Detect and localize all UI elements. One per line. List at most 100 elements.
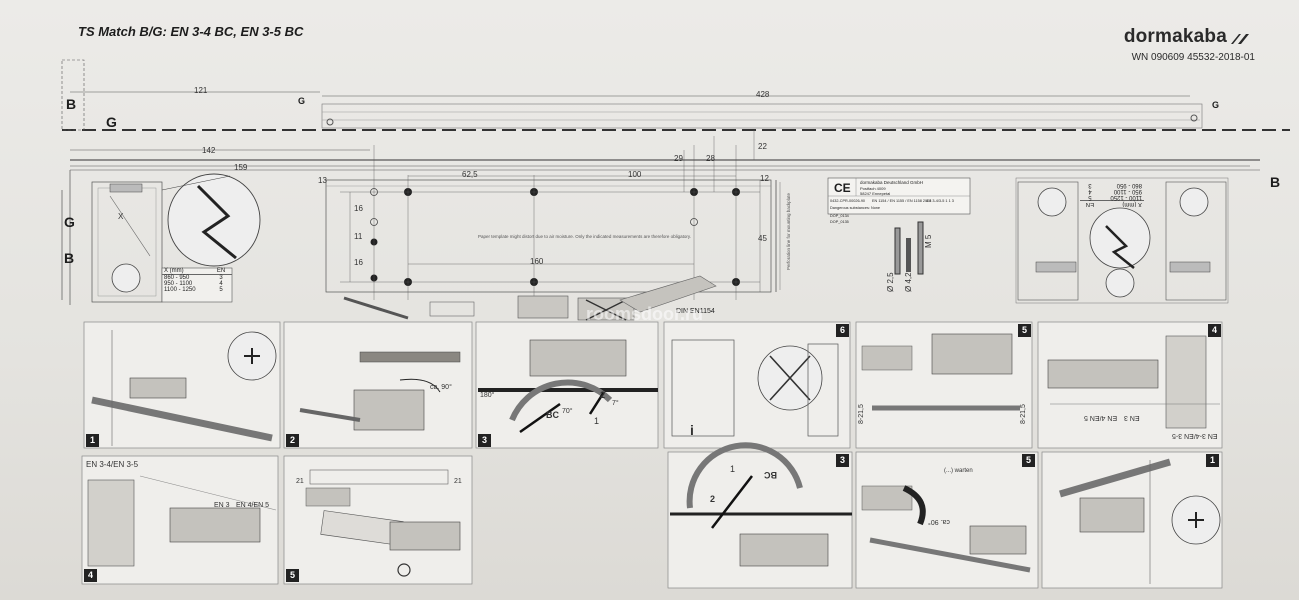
ce-foot1: Dangerous substances: None	[830, 206, 881, 210]
ce-code: 0432-CPR-00026-90	[830, 199, 866, 203]
ce-foot2: DOP_0134	[830, 214, 849, 218]
step-bottom-4-e3: EN 3	[214, 502, 230, 509]
dim-428: 428	[756, 90, 770, 99]
step-bottom-2-angle: ca. 90°	[928, 518, 950, 525]
step-top-3-7: 7°	[612, 400, 619, 407]
step-bottom-3-number: 3	[836, 454, 849, 467]
step-top-4-number: 4	[1208, 324, 1221, 337]
step-top-3-bc: BC	[546, 410, 559, 420]
din-label: DIN EN1154	[676, 308, 715, 315]
en-table-mirrored: X (mm) EN 1100 - 1250 5 950 - 1100 4 860…	[1080, 182, 1144, 207]
step-bottom-2-number: 5	[1022, 454, 1035, 467]
step-top-4-e3: EN 3	[1124, 414, 1140, 421]
label-b-left: B	[64, 250, 75, 266]
dim-28: 28	[706, 154, 715, 163]
step-bottom-4-e4: EN 4/EN 5	[236, 502, 270, 509]
step-top-5-m1: 8-21,5	[858, 404, 865, 424]
step-top-6-number: 6	[836, 324, 849, 337]
dim-100: 100	[628, 170, 642, 179]
arm-ghost	[619, 275, 717, 313]
step-top-3-180: 180°	[480, 392, 495, 399]
dim-29: 29	[674, 154, 683, 163]
step-bottom-1-number: 1	[1206, 454, 1219, 467]
dim-159: 159	[234, 163, 248, 172]
x-label: X	[118, 212, 124, 221]
table-row: 950 - 1100	[1113, 188, 1142, 194]
step-bottom-2-wait: (...) warten	[944, 468, 973, 474]
dim-45: 45	[758, 234, 767, 243]
dim-22: 22	[758, 142, 767, 151]
step-top-3-two: 2	[600, 390, 606, 400]
backplate-outline	[325, 179, 772, 293]
step-top-5-number: 5	[1018, 324, 1031, 337]
step-bottom-3-bc: BC	[764, 470, 777, 480]
ce-std: EN 1154 / EN 1155 / EN 1158 2003	[872, 199, 932, 203]
document-number: WN 090609 45532-2018-01	[1131, 52, 1255, 63]
ce-mark: CE	[834, 181, 851, 195]
table-row: 1100 - 1250	[164, 287, 196, 293]
dim-62-5: 62,5	[462, 170, 478, 179]
watermark: roomsdoor.ru	[586, 304, 704, 324]
dim-13: 13	[318, 176, 327, 185]
paper-note: Paper template might distort due to air …	[478, 234, 692, 239]
brand-mark-icon	[1231, 34, 1249, 44]
table-cell: 3	[219, 275, 223, 281]
table-cell: 4	[1088, 188, 1092, 194]
step-top-2-number: 2	[286, 434, 299, 447]
ce-foot3: DOP_0135	[830, 220, 849, 224]
table-cell: 5	[219, 287, 223, 293]
step-bottom-5-21a: 21	[296, 478, 304, 485]
en-table-head-en: EN	[216, 268, 226, 274]
table-row: 860 - 950	[164, 275, 190, 281]
document-title: TS Match B/G: EN 3-4 BC, EN 3-5 BC	[78, 24, 304, 39]
table-cell: 3	[1088, 182, 1092, 188]
table-row: 1100 - 1250	[1110, 194, 1142, 200]
dim-16a: 16	[354, 204, 363, 213]
ce-line2: 58247 Ennepetal	[860, 191, 891, 196]
step-top-4-en: EN 3-4/EN 3-5	[1172, 432, 1218, 439]
dim-16b: 16	[354, 258, 363, 267]
en-table: X (mm) EN 860 - 950 3 950 - 1100 4 1100 …	[162, 268, 232, 293]
step-top-3-one: 1	[594, 416, 600, 426]
ce-line1: Postfach 4009	[860, 186, 886, 191]
arm-rail	[321, 103, 1203, 129]
brand-logo: dormakaba	[1123, 26, 1227, 47]
step-bottom-4-number: 4	[84, 569, 97, 582]
label-b-right: B	[1270, 174, 1281, 190]
step1-arm	[91, 396, 273, 442]
step-top-2-angle: ca. 90°	[430, 384, 452, 391]
step-top-1-number: 1	[86, 434, 99, 447]
step-top-3-70: 70°	[562, 408, 573, 415]
dim-142: 142	[202, 146, 216, 155]
dim-11: 11	[354, 232, 363, 241]
en-table-head-en: EN	[1085, 201, 1095, 207]
step-top-3-number: 3	[478, 434, 491, 447]
table-row: 950 - 1100	[164, 281, 193, 287]
en-table-head-x: X (mm)	[164, 268, 184, 274]
detail-circle-left	[167, 173, 261, 267]
perforation-note: Perforation line for mounting backplate	[786, 192, 791, 270]
table-row: 860 - 950	[1116, 182, 1142, 188]
dim-160: 160	[530, 257, 544, 266]
ce-class: 4 8 3-4/3-5 1 1 3	[926, 199, 954, 203]
table-cell: 4	[219, 281, 223, 287]
label-g-line: G	[106, 114, 117, 130]
drill-m5: M 5	[924, 234, 933, 248]
mark-g-right: G	[1212, 100, 1220, 110]
table-cell: 5	[1088, 194, 1092, 200]
label-b-top: B	[66, 96, 77, 112]
step-bottom-3-one: 1	[730, 464, 736, 474]
drill-d2: Ø 4,2	[904, 272, 913, 292]
step-top-4-e4: EN 4/EN 5	[1084, 414, 1118, 421]
ce-company: dormakaba Deutschland GmbH	[860, 180, 924, 185]
step-bottom-4-en: EN 3-4/EN 3-5	[86, 460, 139, 469]
step-bottom-5-number: 5	[286, 569, 299, 582]
label-g-left: G	[64, 214, 75, 230]
step-top-6-info: i	[690, 422, 694, 438]
dim-121: 121	[194, 86, 208, 95]
drill-d1: Ø 2,5	[886, 272, 895, 292]
mark-g-left: G	[298, 96, 306, 106]
step-bottom-3-two: 2	[710, 494, 716, 504]
dim-12: 12	[760, 174, 769, 183]
